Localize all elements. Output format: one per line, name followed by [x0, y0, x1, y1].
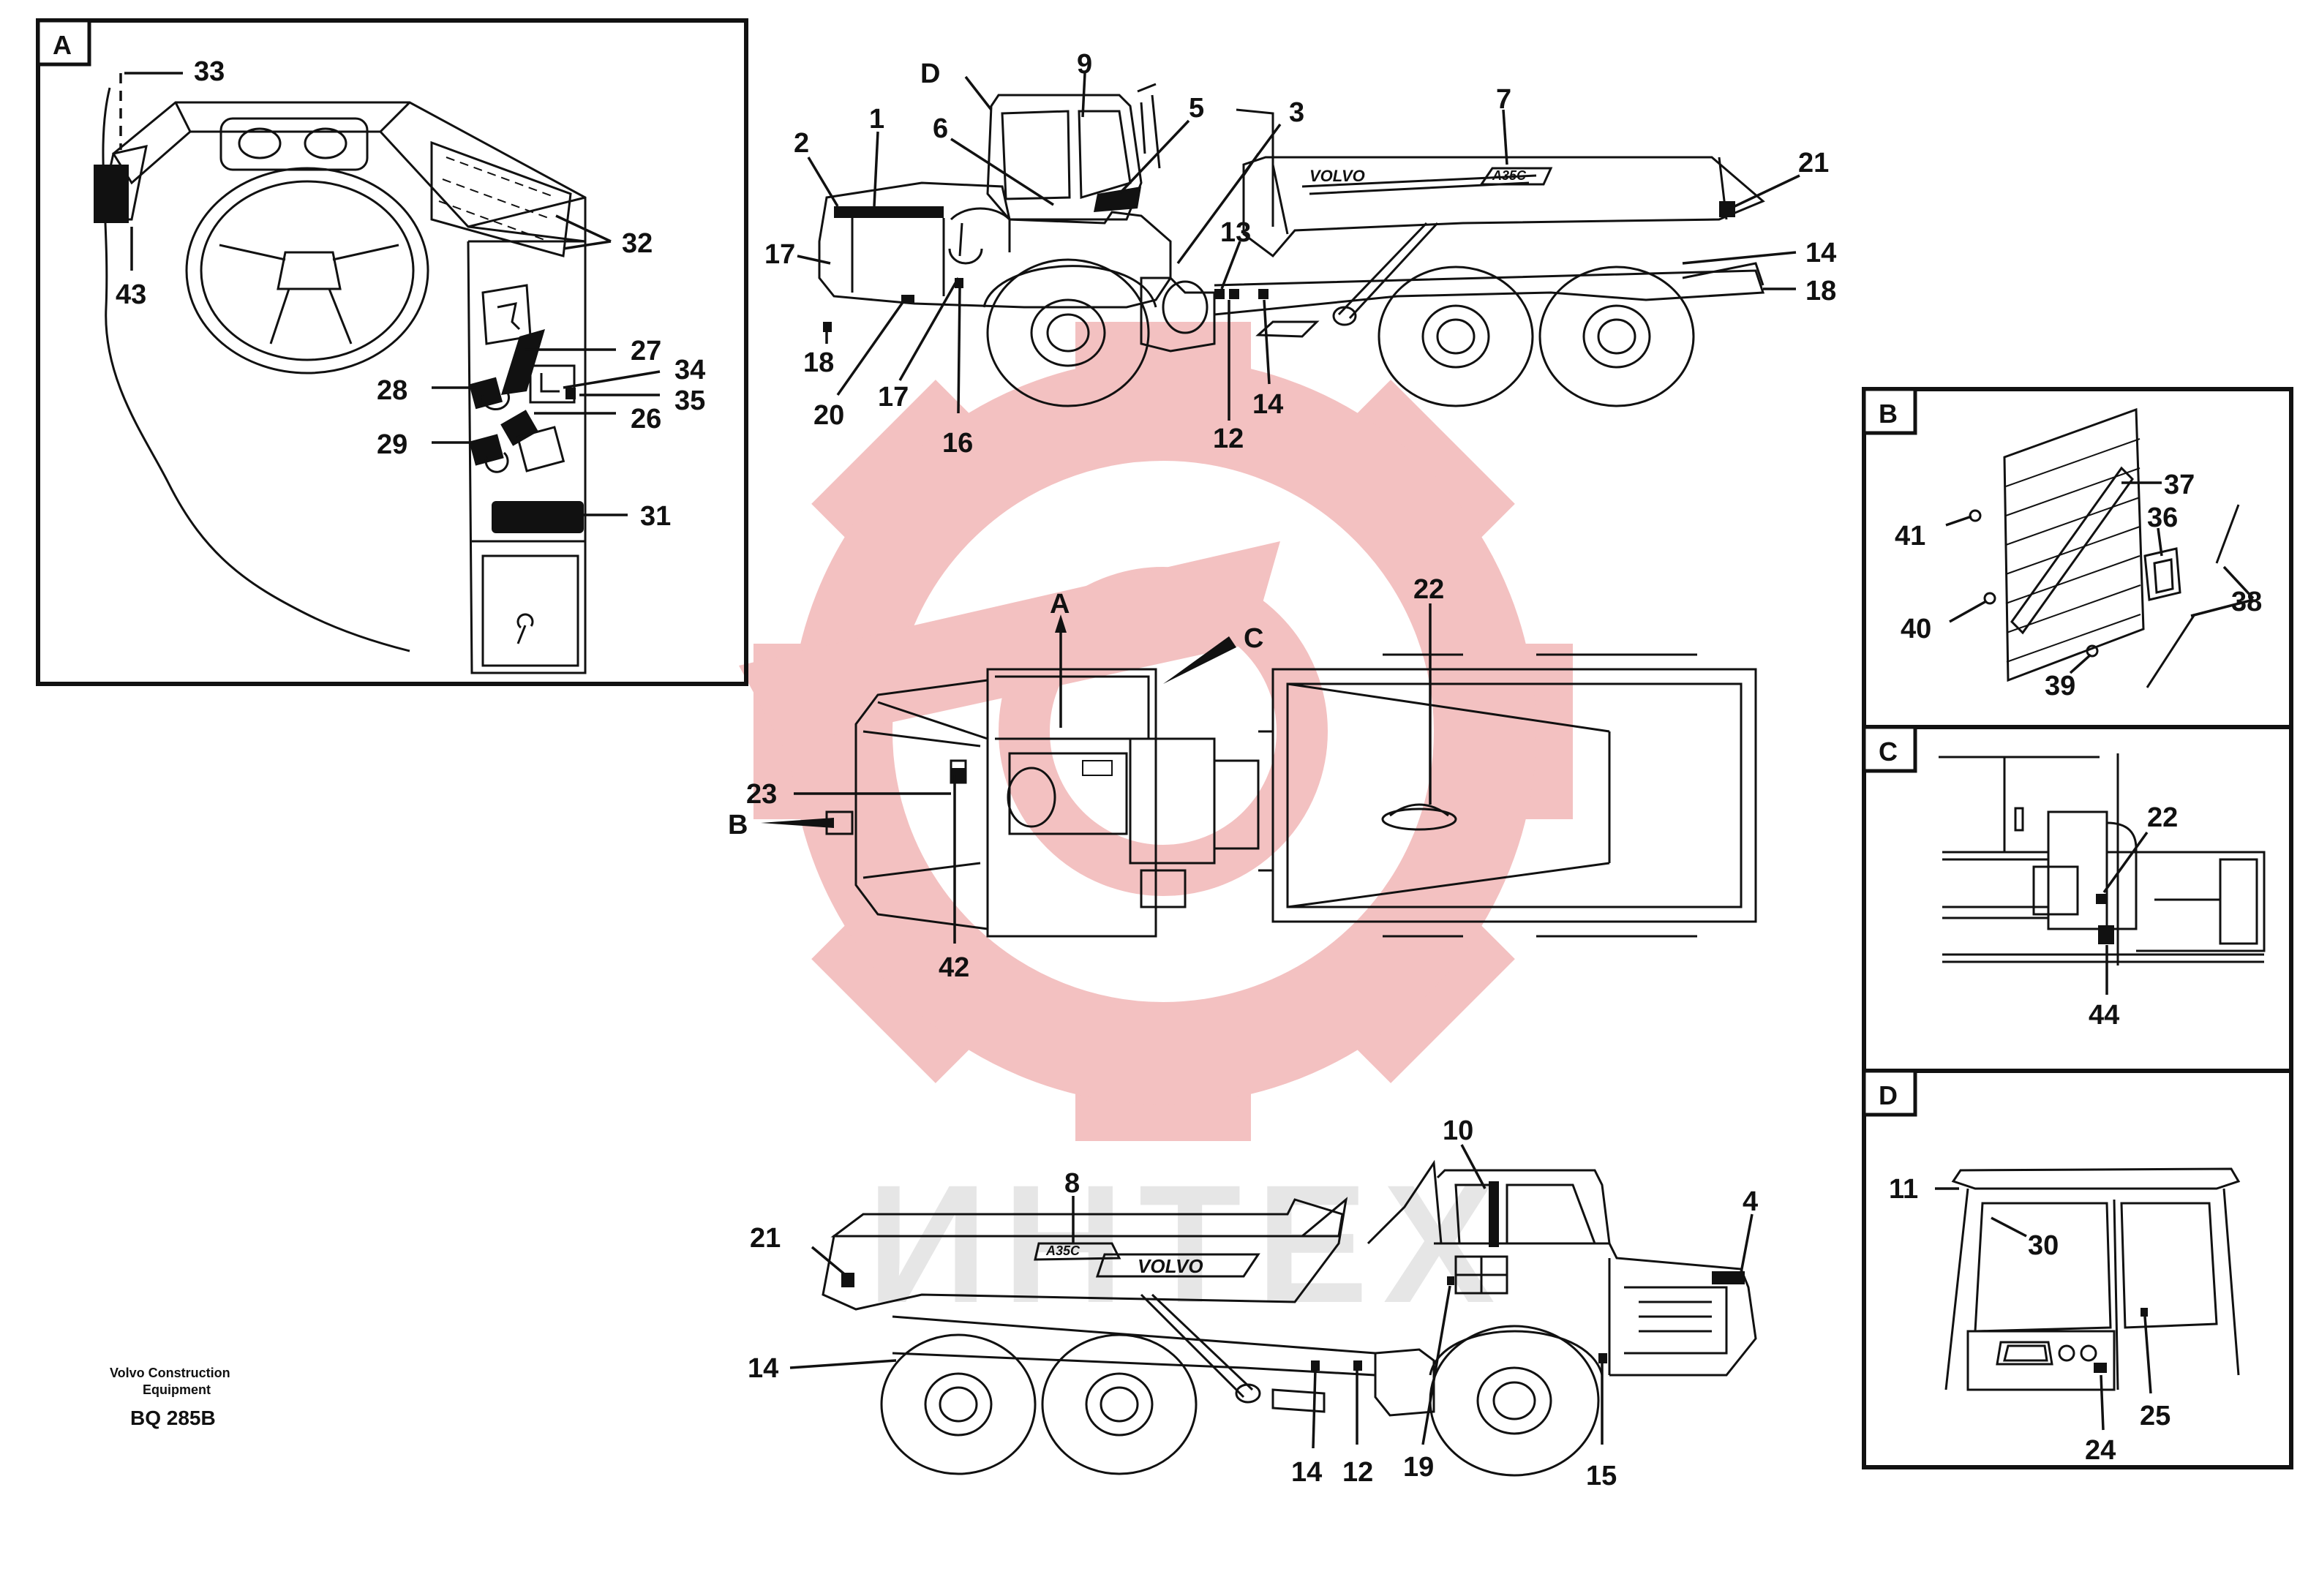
callout-39: 39 — [2045, 671, 2075, 701]
callout-15: 15 — [1586, 1461, 1617, 1491]
credit-line2: Equipment — [143, 1382, 211, 1397]
callout-18-a: 18 — [1805, 276, 1836, 306]
callout-35: 35 — [674, 385, 705, 416]
callout-42: 42 — [939, 952, 969, 983]
callout-43: 43 — [116, 279, 146, 310]
callout-4: 4 — [1743, 1186, 1758, 1217]
callout-37: 37 — [2164, 470, 2195, 500]
footer-credit: Volvo Construction Equipment BQ 285B — [110, 1366, 230, 1429]
panel-a: A — [36, 18, 748, 686]
callout-36: 36 — [2147, 502, 2178, 533]
callout-19: 19 — [1403, 1452, 1434, 1483]
callout-2: 2 — [794, 128, 809, 159]
callout-12-b: 12 — [1342, 1457, 1373, 1488]
callout-34: 34 — [674, 355, 705, 385]
panel-c: C 22 44 — [1862, 725, 2293, 1073]
truck-model-bottom: A35C — [1045, 1243, 1080, 1258]
callout-14-c: 14 — [748, 1353, 778, 1384]
truck-model-top: A35C — [1492, 168, 1527, 183]
truck-plan-view: A C 22 23 B 42 — [728, 574, 1757, 983]
callout-32: 32 — [622, 228, 653, 259]
callout-9: 9 — [1077, 49, 1092, 80]
watermark-gear — [739, 322, 1573, 1141]
truck-side-view-top: VOLVO A35C — [764, 49, 1836, 459]
callout-8: 8 — [1064, 1168, 1080, 1199]
callout-40: 40 — [1901, 614, 1931, 644]
callout-29: 29 — [377, 429, 407, 460]
callout-21-bottom: 21 — [750, 1223, 781, 1254]
callout-41: 41 — [1895, 521, 1925, 552]
callout-7: 7 — [1496, 84, 1511, 115]
callout-30: 30 — [2028, 1230, 2059, 1261]
callout-5: 5 — [1189, 93, 1204, 124]
panel-b-letter: B — [1879, 399, 1898, 429]
callout-25: 25 — [2140, 1401, 2170, 1431]
callout-B: B — [728, 810, 748, 840]
callout-31: 31 — [640, 501, 671, 532]
callout-18-b: 18 — [803, 347, 834, 378]
callout-33: 33 — [194, 56, 225, 87]
callout-14-a: 14 — [1805, 238, 1836, 268]
callout-6: 6 — [933, 113, 948, 144]
callout-D: D — [920, 59, 940, 89]
truck-side-view-bottom: VOLVO A35C — [748, 1115, 1758, 1491]
callout-16: 16 — [942, 428, 973, 459]
callout-10: 10 — [1443, 1115, 1473, 1146]
callout-22-c: 22 — [2147, 802, 2178, 833]
callout-11: 11 — [1889, 1174, 1918, 1205]
callout-17-a: 17 — [764, 239, 795, 270]
callout-14-d: 14 — [1291, 1457, 1322, 1488]
callout-14-b: 14 — [1252, 389, 1283, 420]
callout-C: C — [1244, 623, 1263, 654]
watermark-text: ИНТЕХ — [867, 1150, 1510, 1338]
callout-23: 23 — [746, 779, 777, 810]
callout-17-b: 17 — [878, 382, 909, 413]
callout-22-plan: 22 — [1413, 574, 1444, 605]
callout-3: 3 — [1289, 97, 1304, 128]
callout-13: 13 — [1220, 217, 1251, 248]
panel-d-letter: D — [1879, 1080, 1898, 1110]
callout-12-a: 12 — [1213, 424, 1244, 454]
callout-24: 24 — [2085, 1435, 2116, 1466]
diagram-code: BQ 285B — [130, 1407, 216, 1429]
callout-1: 1 — [869, 104, 884, 135]
callout-28: 28 — [377, 375, 407, 406]
panel-b: B 37 36 41 40 38 39 — [1862, 387, 2293, 729]
truck-brand-bottom: VOLVO — [1138, 1255, 1203, 1277]
callout-44: 44 — [2089, 1000, 2119, 1031]
callout-A: A — [1050, 589, 1070, 620]
callout-21-top: 21 — [1798, 148, 1829, 178]
panel-d: D 11 30 25 24 — [1862, 1069, 2293, 1469]
truck-brand-top: VOLVO — [1309, 167, 1365, 185]
panel-a-letter: A — [53, 30, 72, 60]
callout-20: 20 — [813, 400, 844, 431]
panel-c-letter: C — [1879, 737, 1898, 767]
callout-38: 38 — [2231, 587, 2262, 617]
credit-line1: Volvo Construction — [110, 1366, 230, 1380]
callout-27: 27 — [631, 336, 661, 366]
callout-26: 26 — [631, 404, 661, 434]
